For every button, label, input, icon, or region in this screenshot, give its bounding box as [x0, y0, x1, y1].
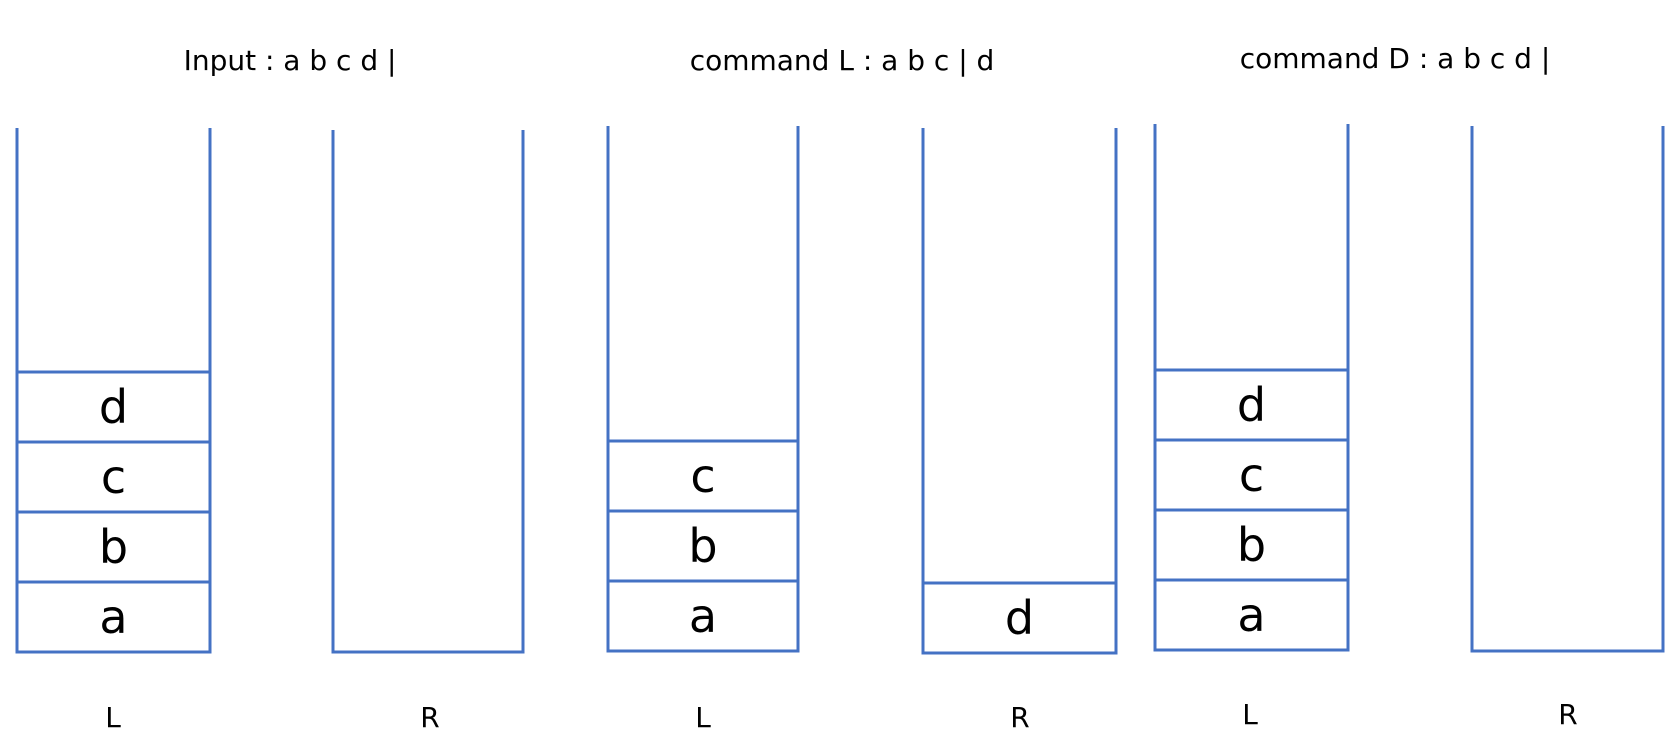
stack-cell: [921, 581, 1118, 655]
stack-label-r-command-l: R: [1010, 701, 1029, 734]
stack-cell-value: b: [99, 520, 128, 574]
stack-container: [331, 130, 525, 654]
stack-cell-value: c: [690, 449, 715, 503]
stack-r-input: [331, 130, 525, 654]
stack-l-command-l: abc: [606, 126, 800, 653]
panel-title-command-l: command L : a b c | d: [690, 44, 995, 77]
stack-label-r-input: R: [420, 701, 439, 734]
stack-cell-value: c: [1239, 448, 1264, 502]
stack-label-l-command-l: L: [695, 701, 711, 734]
stack-cell: [15, 580, 212, 654]
stack-cell-value: d: [99, 380, 128, 434]
stack-cell-value: c: [101, 450, 126, 504]
stack-cell-value: a: [1237, 588, 1265, 642]
stack-label-l-input: L: [105, 701, 121, 734]
panel-title-command-d: command D : a b c d |: [1240, 42, 1551, 75]
stack-cell: [15, 510, 212, 584]
stack-cell-value: d: [1237, 378, 1266, 432]
stack-cell: [606, 439, 800, 513]
stack-cell-value: a: [689, 589, 717, 643]
stack-cell-value: d: [1005, 591, 1034, 645]
stack-cell-value: b: [1237, 518, 1266, 572]
stack-cell-value: b: [688, 519, 717, 573]
panel-title-input: Input : a b c d |: [184, 44, 397, 77]
stack-cell: [15, 370, 212, 444]
stack-container: [921, 128, 1118, 655]
stack-cell: [1153, 368, 1350, 442]
stack-container: [1470, 126, 1665, 653]
stack-cell: [606, 509, 800, 583]
stack-r-command-d: [1470, 126, 1665, 653]
stack-label-r-command-d: R: [1558, 698, 1577, 731]
panel-command-l: command L : a b c | d abc d L R: [606, 44, 1118, 734]
stack-label-l-command-d: L: [1242, 698, 1258, 731]
stack-cell: [1153, 578, 1350, 652]
stack-r-command-l: d: [921, 128, 1118, 655]
stack-cell-value: a: [99, 590, 127, 644]
stack-cell: [1153, 438, 1350, 512]
